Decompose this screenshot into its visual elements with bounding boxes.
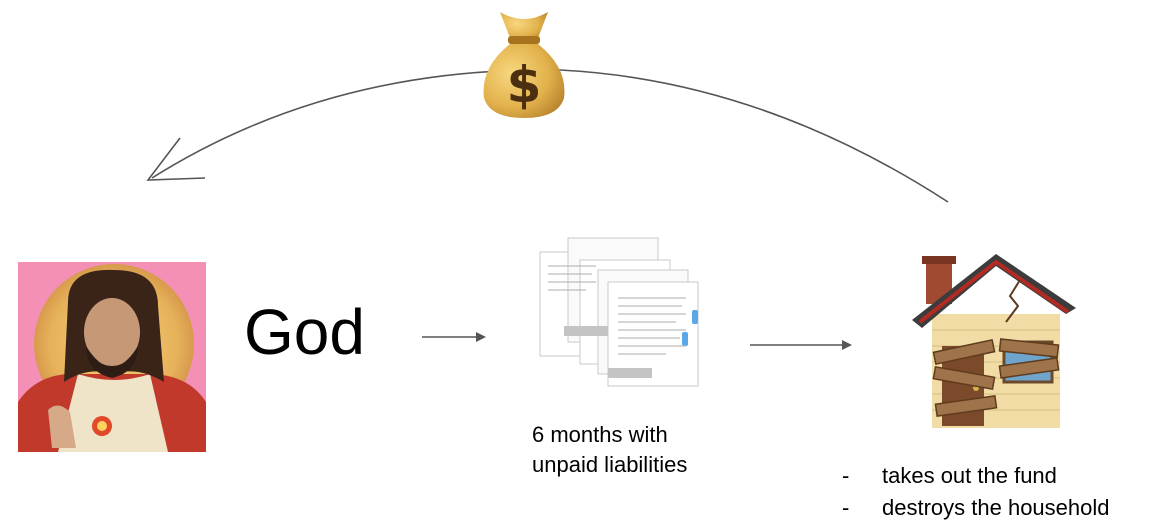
flow-arrow-1	[422, 332, 486, 342]
jesus-portrait	[18, 262, 206, 452]
effect-text: destroys the household	[882, 495, 1110, 520]
derelict-house-icon	[912, 254, 1076, 428]
house-effects-list: - takes out the fund - destroys the hous…	[842, 460, 1110, 524]
documents-caption-line-1: 6 months with	[532, 422, 668, 447]
bullet-dash: -	[842, 463, 850, 488]
list-item: - destroys the household	[842, 492, 1110, 524]
bullet-dash: -	[842, 495, 850, 520]
money-bag-icon: $	[483, 12, 565, 118]
effect-text: takes out the fund	[882, 463, 1057, 488]
documents-icon	[539, 237, 699, 387]
documents-caption: 6 months with unpaid liabilities	[532, 420, 687, 480]
flow-arrow-2	[750, 340, 852, 350]
list-item: - takes out the fund	[842, 460, 1110, 492]
svg-text:$: $	[507, 56, 542, 114]
documents-caption-line-2: unpaid liabilities	[532, 452, 688, 477]
god-label: God	[244, 296, 365, 368]
